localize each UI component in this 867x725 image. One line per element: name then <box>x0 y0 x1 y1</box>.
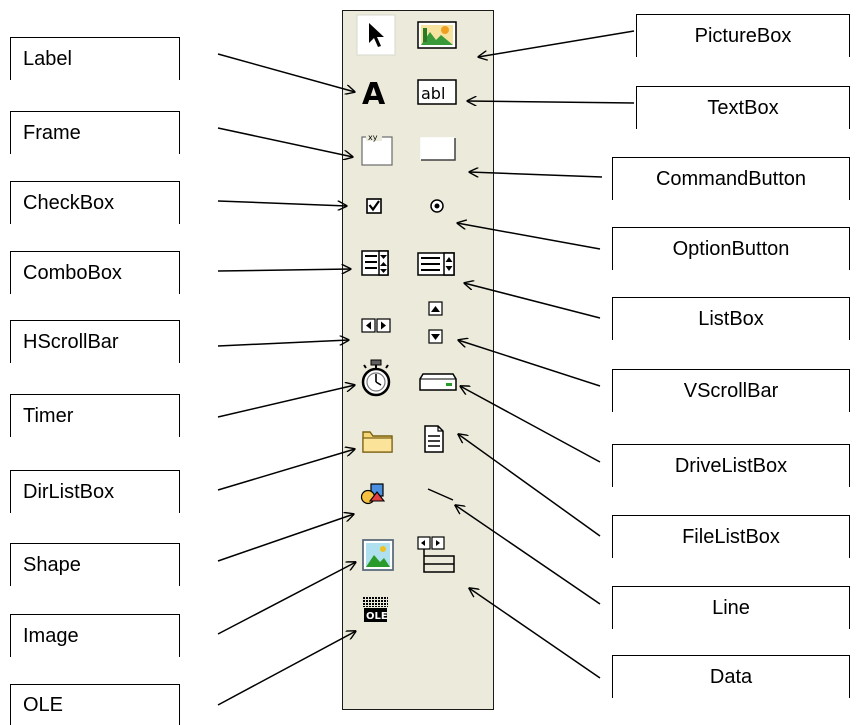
callout-text: DriveListBox <box>674 454 788 477</box>
arrow-textbox <box>467 101 635 103</box>
arrow-hscrollbar <box>217 340 349 347</box>
callout-text: Shape <box>23 553 81 576</box>
callout-text: Timer <box>23 404 74 427</box>
label-callout-vscrollbar: VScrollBar <box>612 369 850 412</box>
label-callout-shape: Shape <box>10 543 180 586</box>
label-callout-line: Line <box>612 586 850 629</box>
combobox-tool-icon[interactable] <box>361 250 389 276</box>
arrow-picturebox <box>478 30 635 57</box>
picturebox-icon[interactable] <box>417 21 457 49</box>
dirlistbox-tool-icon[interactable] <box>362 431 393 453</box>
arrow-shape <box>217 514 354 562</box>
label-callout-data: Data <box>612 655 850 698</box>
label-callout-optionbutton: OptionButton <box>612 227 850 270</box>
arrow-drivelistbox <box>460 386 601 463</box>
shape-tool-icon[interactable] <box>360 483 386 505</box>
frame-tool-caption: xy <box>368 133 378 142</box>
checkbox-tool-icon[interactable] <box>366 198 382 214</box>
arrow-commandbutton <box>469 172 603 178</box>
image-tool-icon[interactable] <box>362 539 394 571</box>
arrow-listbox <box>464 283 601 319</box>
commandbutton-tool-icon[interactable] <box>420 137 456 161</box>
callout-text: Data <box>709 665 753 688</box>
callout-text: OLE <box>23 693 64 716</box>
label-tool-glyph: A <box>362 77 386 112</box>
arrow-ole <box>217 631 356 706</box>
label-callout-commandbutton: CommandButton <box>612 157 850 200</box>
callout-text: HScrollBar <box>23 330 119 353</box>
arrow-vscrollbar <box>458 340 601 387</box>
textbox-tool-icon[interactable]: abl <box>417 79 457 105</box>
line-tool-icon[interactable] <box>427 488 454 501</box>
label-callout-filelistbox: FileListBox <box>612 515 850 558</box>
ole-tool-glyph: OLE <box>366 611 388 622</box>
callout-text: FileListBox <box>682 525 780 548</box>
callout-text: Label <box>23 47 72 70</box>
label-callout-listbox: ListBox <box>612 297 850 340</box>
arrow-frame <box>217 127 353 157</box>
callout-text: OptionButton <box>672 237 790 260</box>
arrow-timer <box>217 385 355 418</box>
arrow-data <box>469 588 601 679</box>
ole-tool-icon[interactable]: OLE <box>362 597 388 622</box>
label-callout-hscrollbar: HScrollBar <box>10 320 180 363</box>
label-callout-combobox: ComboBox <box>10 251 180 294</box>
filelistbox-tool-icon[interactable] <box>424 425 444 453</box>
listbox-tool-icon[interactable] <box>417 252 455 276</box>
label-callout-timer: Timer <box>10 394 180 437</box>
callout-text: ComboBox <box>23 261 122 284</box>
label-callout-ole: OLE <box>10 684 180 725</box>
label-callout-drivelistbox: DriveListBox <box>612 444 850 487</box>
label-callout-frame: Frame <box>10 111 180 154</box>
arrow-optionbutton <box>457 223 601 250</box>
drivelistbox-tool-icon[interactable] <box>419 373 457 391</box>
arrow-line <box>455 505 601 605</box>
callout-text: ListBox <box>698 307 764 330</box>
callout-text: VScrollBar <box>683 379 779 402</box>
callout-text: TextBox <box>707 96 779 119</box>
pointer-tool-icon[interactable] <box>356 14 396 56</box>
timer-tool-icon[interactable] <box>361 359 391 397</box>
callout-text: PictureBox <box>694 24 792 47</box>
arrow-label <box>217 53 355 92</box>
arrow-dirlistbox <box>217 449 355 491</box>
arrow-image <box>217 562 356 635</box>
label-callout-checkbox: CheckBox <box>10 181 180 224</box>
optionbutton-tool-icon[interactable] <box>430 199 444 213</box>
frame-tool-icon[interactable]: xy <box>361 132 393 166</box>
callout-text: CommandButton <box>655 167 807 190</box>
arrow-checkbox <box>217 200 347 206</box>
arrow-combobox <box>217 269 351 271</box>
label-callout-picturebox: PictureBox <box>636 14 850 57</box>
callout-text: CheckBox <box>23 191 115 214</box>
vscrollbar-tool-icon[interactable] <box>428 301 443 344</box>
label-callout-image: Image <box>10 614 180 657</box>
label-callout-dirlistbox: DirListBox <box>10 470 180 513</box>
callout-text: Image <box>23 624 79 647</box>
callout-text: Line <box>712 596 750 619</box>
textbox-tool-glyph: abl <box>421 84 445 103</box>
data-tool-icon[interactable] <box>417 536 455 573</box>
label-callout-label: Label <box>10 37 180 80</box>
label-callout-textbox: TextBox <box>636 86 850 129</box>
arrow-filelistbox <box>458 434 601 537</box>
label-tool-icon[interactable]: A <box>362 77 386 112</box>
hscrollbar-tool-icon[interactable] <box>361 318 391 333</box>
callout-text: DirListBox <box>23 480 115 503</box>
callout-text: Frame <box>23 121 81 144</box>
